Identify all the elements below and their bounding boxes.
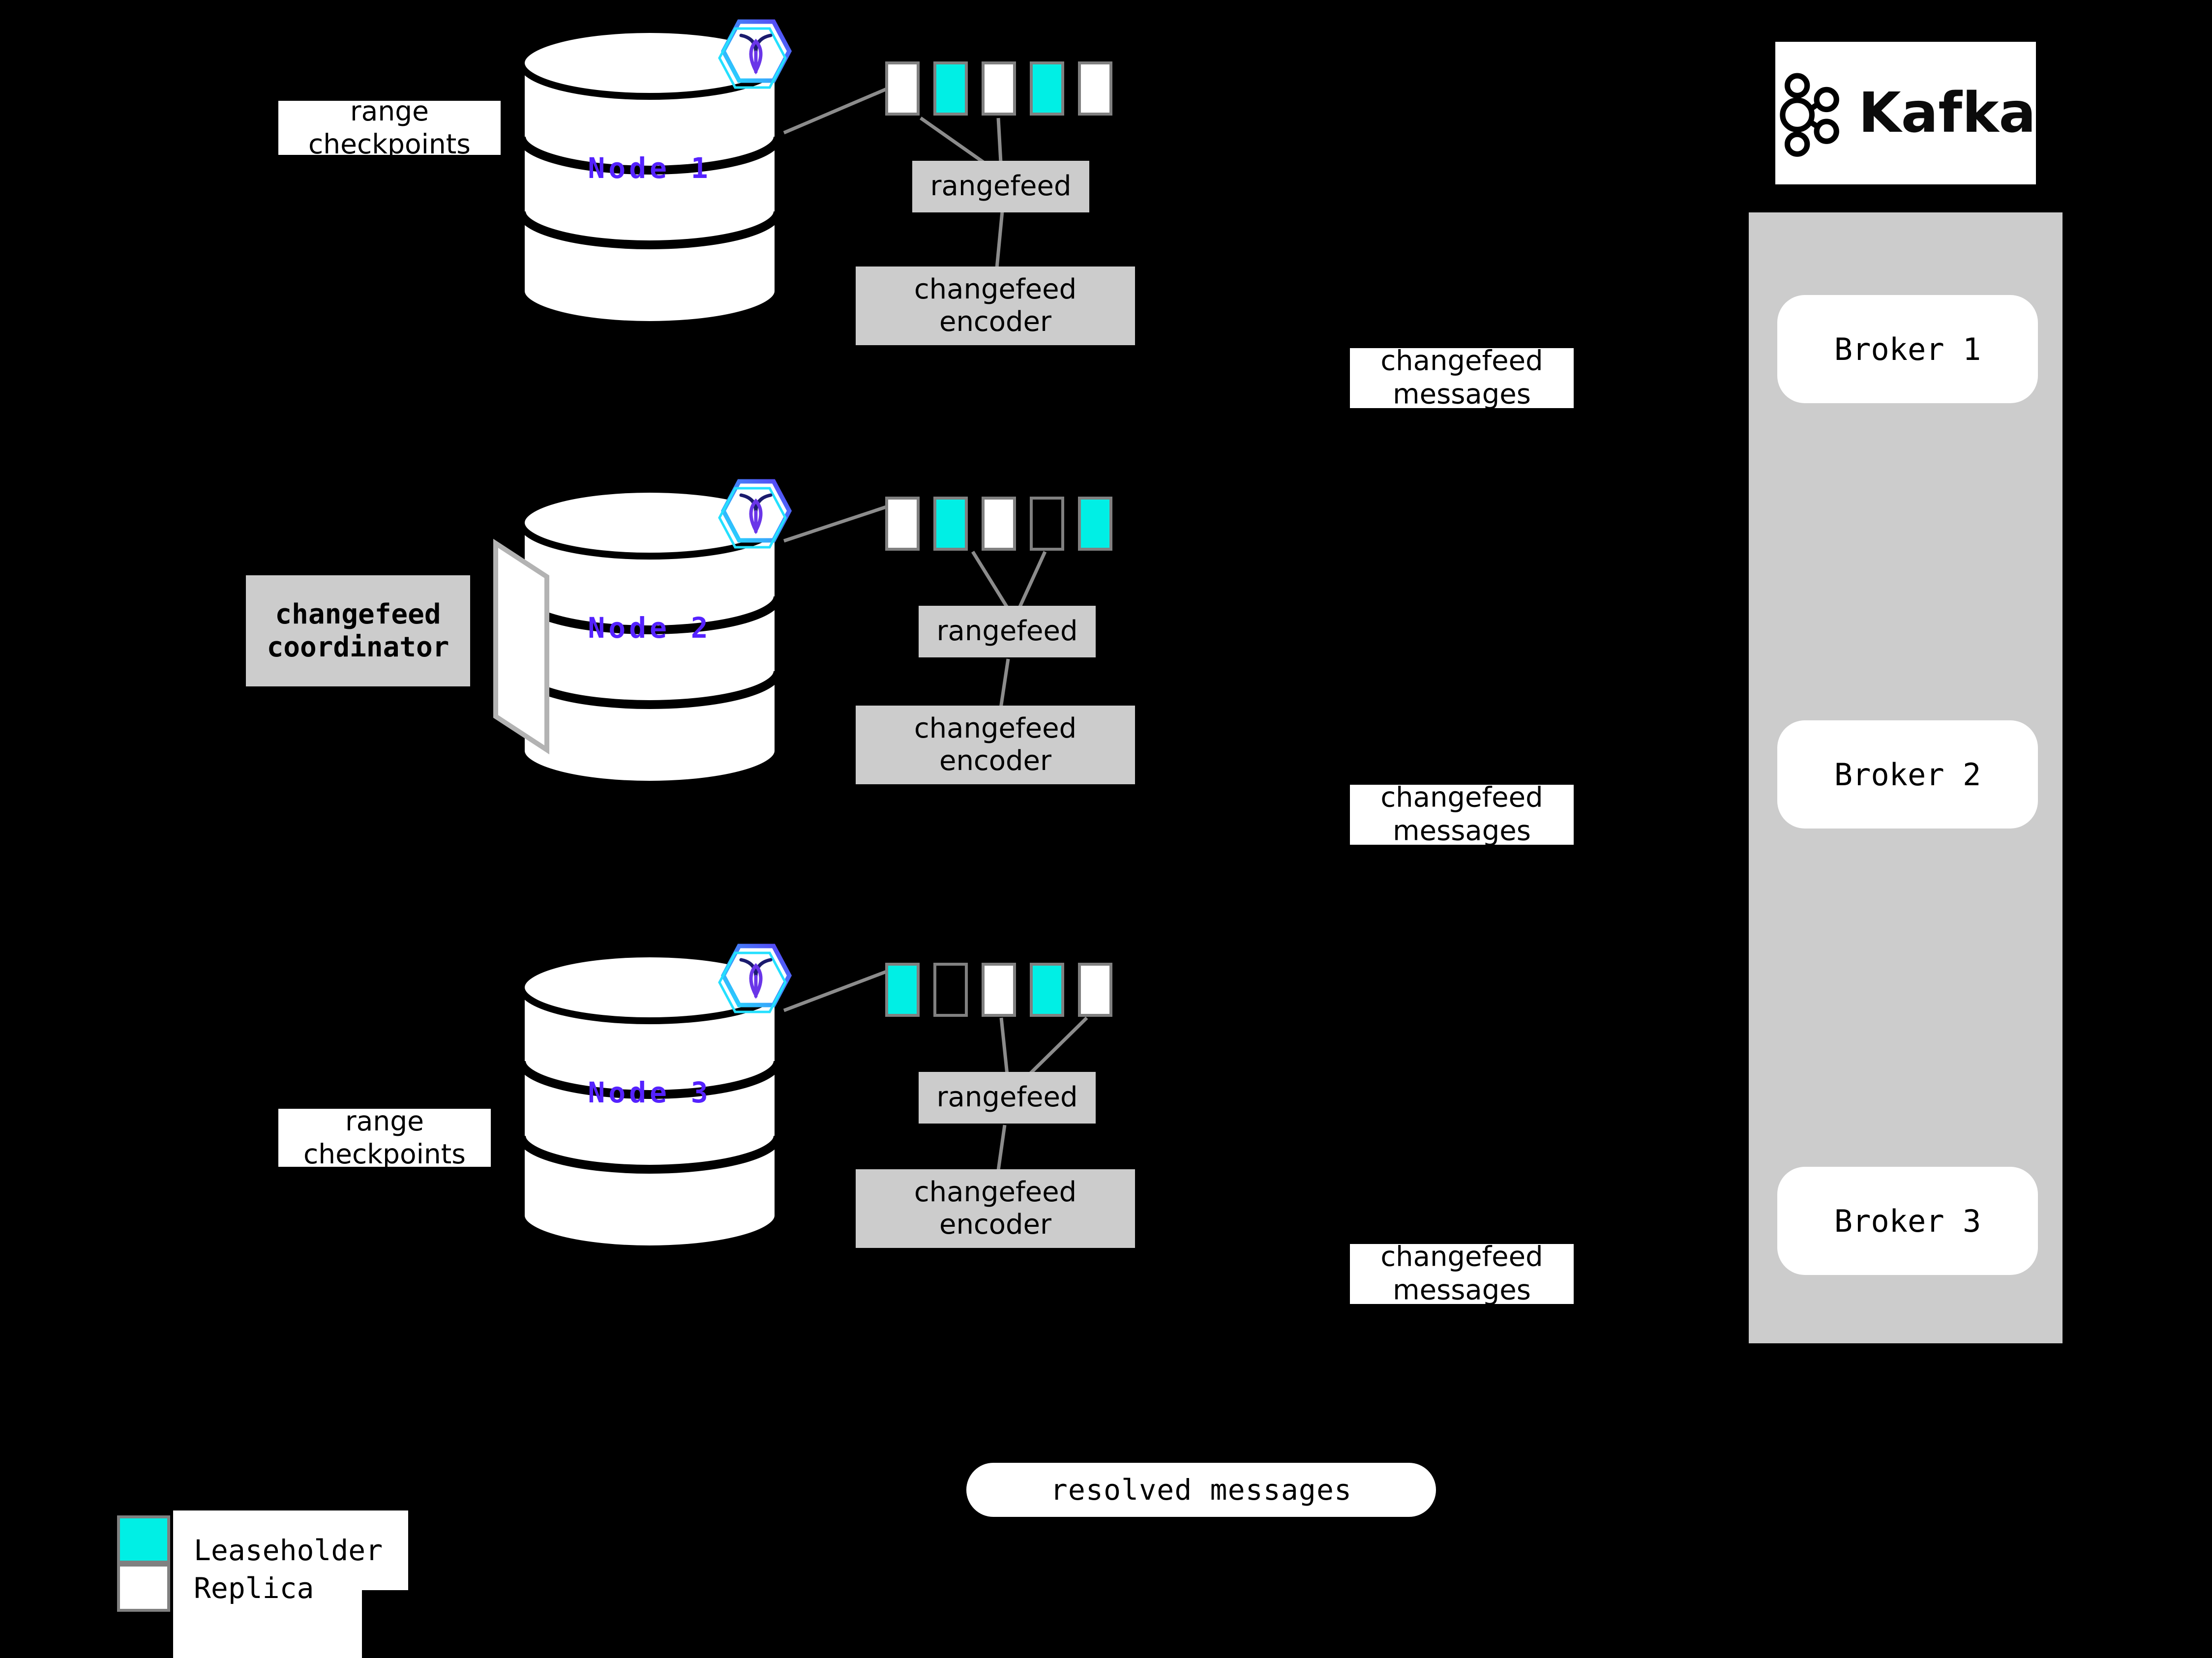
range-box-leaseholder[interactable] bbox=[933, 61, 968, 116]
node-2-range-row bbox=[885, 497, 1112, 551]
legend-text: Leaseholder bbox=[194, 1534, 383, 1567]
node-3-range-row bbox=[885, 963, 1112, 1017]
node-1-range-row bbox=[885, 61, 1112, 116]
legend-label-replica: Replica bbox=[173, 1571, 362, 1658]
range-box-leaseholder[interactable] bbox=[1030, 963, 1064, 1017]
node-1-cylinder: Node 1 bbox=[515, 25, 784, 329]
changefeed-coordinator-box[interactable]: changefeed coordinator bbox=[246, 575, 470, 686]
legend-label-leaseholder: Leaseholder bbox=[173, 1510, 408, 1590]
range-box-leaseholder[interactable] bbox=[1030, 61, 1064, 116]
kafka-nodes-icon bbox=[1780, 73, 1839, 157]
cockroachdb-hex-icon bbox=[710, 16, 793, 106]
node-3-label: Node 3 bbox=[588, 1076, 712, 1109]
rangefeed-label: rangefeed bbox=[936, 615, 1078, 648]
node-3-range-checkpoints-label: range checkpoints bbox=[278, 1105, 491, 1170]
encoder-label-line1: changefeed bbox=[914, 1176, 1077, 1208]
broker-3-card[interactable]: Broker 3 bbox=[1777, 1167, 2038, 1275]
node-3-changefeed-encoder-box[interactable]: changefeed encoder bbox=[856, 1169, 1135, 1248]
legend-swatch-replica bbox=[117, 1564, 170, 1612]
node-2-changefeed-encoder-box[interactable]: changefeed encoder bbox=[856, 706, 1135, 784]
broker-label: Broker 2 bbox=[1834, 756, 1981, 793]
coordinator-callout-tail bbox=[492, 538, 551, 757]
coordinator-label-line2: coordinator bbox=[267, 631, 449, 663]
encoder-label-line2: encoder bbox=[939, 306, 1052, 338]
rangefeed-label: rangefeed bbox=[930, 170, 1072, 203]
changefeed-messages-line1: changefeed bbox=[1380, 345, 1543, 377]
node-1-changefeed-encoder-box[interactable]: changefeed encoder bbox=[856, 266, 1135, 345]
range-box-leaseholder[interactable] bbox=[1078, 497, 1112, 551]
changefeed-messages-line2: messages bbox=[1393, 379, 1531, 411]
range-box-replica[interactable] bbox=[982, 61, 1016, 116]
node-2-rangefeed-box[interactable]: rangefeed bbox=[919, 606, 1096, 657]
coordinator-label-line1: changefeed bbox=[275, 598, 441, 630]
resolved-messages-pill[interactable]: resolved messages bbox=[966, 1463, 1436, 1517]
encoder-label-line1: changefeed bbox=[914, 273, 1077, 305]
changefeed-messages-label-1: changefeed messages bbox=[1350, 345, 1574, 411]
changefeed-messages-label-3: changefeed messages bbox=[1350, 1241, 1574, 1306]
range-box-replica[interactable] bbox=[1078, 963, 1112, 1017]
range-checkpoints-line1: range bbox=[345, 1105, 424, 1137]
cockroachdb-hex-icon bbox=[710, 475, 793, 566]
broker-label: Broker 3 bbox=[1834, 1203, 1981, 1239]
changefeed-messages-line1: changefeed bbox=[1380, 781, 1543, 814]
legend-text: Replica bbox=[194, 1571, 314, 1605]
encoder-label-line2: encoder bbox=[939, 745, 1052, 777]
changefeed-messages-line2: messages bbox=[1393, 815, 1531, 847]
range-box-replica[interactable] bbox=[885, 497, 920, 551]
range-box-replica[interactable] bbox=[982, 963, 1016, 1017]
changefeed-messages-line2: messages bbox=[1393, 1274, 1531, 1306]
node-3-rangefeed-box[interactable]: rangefeed bbox=[919, 1072, 1096, 1124]
resolved-messages-label: resolved messages bbox=[1050, 1473, 1352, 1507]
node-1-rangefeed-box[interactable]: rangefeed bbox=[912, 161, 1089, 212]
range-box-empty[interactable] bbox=[1030, 497, 1064, 551]
node-1-label: Node 1 bbox=[588, 151, 712, 185]
broker-2-card[interactable]: Broker 2 bbox=[1777, 720, 2038, 829]
encoder-label-line1: changefeed bbox=[914, 712, 1077, 744]
range-box-empty[interactable] bbox=[933, 963, 968, 1017]
range-box-replica[interactable] bbox=[885, 61, 920, 116]
kafka-wordmark: Kafka bbox=[1858, 81, 2036, 145]
range-box-replica[interactable] bbox=[1078, 61, 1112, 116]
cockroachdb-hex-icon bbox=[710, 940, 793, 1031]
changefeed-messages-label-2: changefeed messages bbox=[1350, 782, 1574, 847]
kafka-logo: Kafka bbox=[1775, 42, 2036, 184]
node-2-label: Node 2 bbox=[588, 611, 712, 645]
node-3-cylinder: Node 3 bbox=[515, 949, 784, 1254]
broker-1-card[interactable]: Broker 1 bbox=[1777, 295, 2038, 403]
range-checkpoints-line2: checkpoints bbox=[308, 128, 471, 160]
changefeed-messages-line1: changefeed bbox=[1380, 1241, 1543, 1273]
encoder-label-line2: encoder bbox=[939, 1209, 1052, 1241]
legend-swatch-leaseholder bbox=[117, 1515, 170, 1564]
range-box-leaseholder[interactable] bbox=[933, 497, 968, 551]
range-box-leaseholder[interactable] bbox=[885, 963, 920, 1017]
node-2-cylinder: Node 2 bbox=[515, 484, 784, 789]
range-box-replica[interactable] bbox=[982, 497, 1016, 551]
rangefeed-label: rangefeed bbox=[936, 1081, 1078, 1114]
range-checkpoints-line1: range bbox=[350, 95, 429, 127]
range-checkpoints-line2: checkpoints bbox=[303, 1138, 466, 1170]
node-1-range-checkpoints-label: range checkpoints bbox=[278, 95, 501, 160]
broker-label: Broker 1 bbox=[1834, 331, 1981, 367]
